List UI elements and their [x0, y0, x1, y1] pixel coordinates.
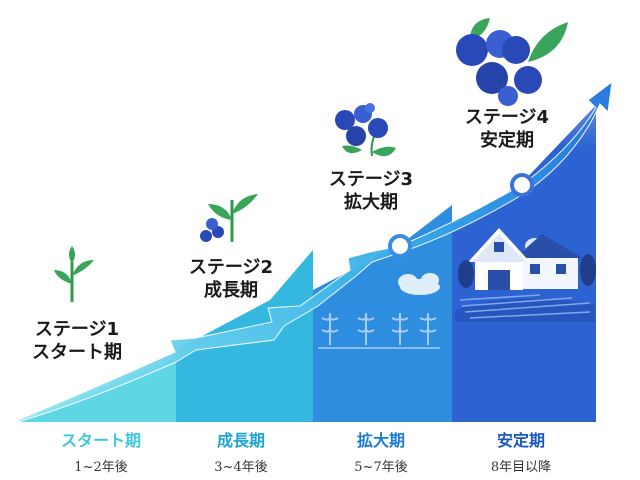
- period-4: 安定期 8年目以降: [456, 430, 586, 478]
- farmhouse-icon: [455, 228, 596, 322]
- stage-3-title: ステージ3: [328, 169, 414, 190]
- stage-2-label: ステージ2 成長期: [176, 256, 286, 302]
- period-1-years: 1~2年後: [74, 460, 128, 475]
- seedling-icon: [54, 246, 94, 302]
- stage-1-title: ステージ1: [34, 319, 120, 340]
- period-1-name: スタート期: [60, 431, 141, 450]
- stage-4-name: 安定期: [480, 130, 534, 151]
- period-3-years: 5~7年後: [354, 460, 408, 475]
- stage-3-label: ステージ3 拡大期: [316, 168, 426, 214]
- sprout-berry-icon: [200, 194, 258, 242]
- stage-3-name: 拡大期: [344, 192, 398, 213]
- crop-rows-icon: [318, 313, 440, 349]
- period-4-years: 8年目以降: [490, 460, 552, 475]
- berry-cluster-icon: [456, 18, 568, 106]
- period-1: スタート期 1~2年後: [36, 430, 166, 478]
- stage-4-label: ステージ4 安定期: [452, 106, 562, 152]
- period-4-name: 安定期: [496, 431, 545, 450]
- stage-2-title: ステージ2: [188, 257, 274, 278]
- period-3: 拡大期 5~7年後: [316, 430, 446, 478]
- period-2-years: 3~4年後: [214, 460, 268, 475]
- period-2-name: 成長期: [216, 431, 265, 450]
- milestone-3: [388, 234, 412, 258]
- period-2: 成長期 3~4年後: [176, 430, 306, 478]
- milestone-markers: [388, 173, 534, 258]
- stage-2-name: 成長期: [204, 280, 258, 301]
- period-3-name: 拡大期: [356, 431, 405, 450]
- stage-1-name: スタート期: [32, 342, 122, 363]
- stage-1-label: ステージ1 スタート期: [22, 318, 132, 364]
- growth-arrow-icon: [17, 80, 613, 423]
- milestone-4: [510, 173, 534, 197]
- berry-branch-icon: [335, 103, 396, 157]
- stage-4-title: ステージ4: [464, 107, 550, 128]
